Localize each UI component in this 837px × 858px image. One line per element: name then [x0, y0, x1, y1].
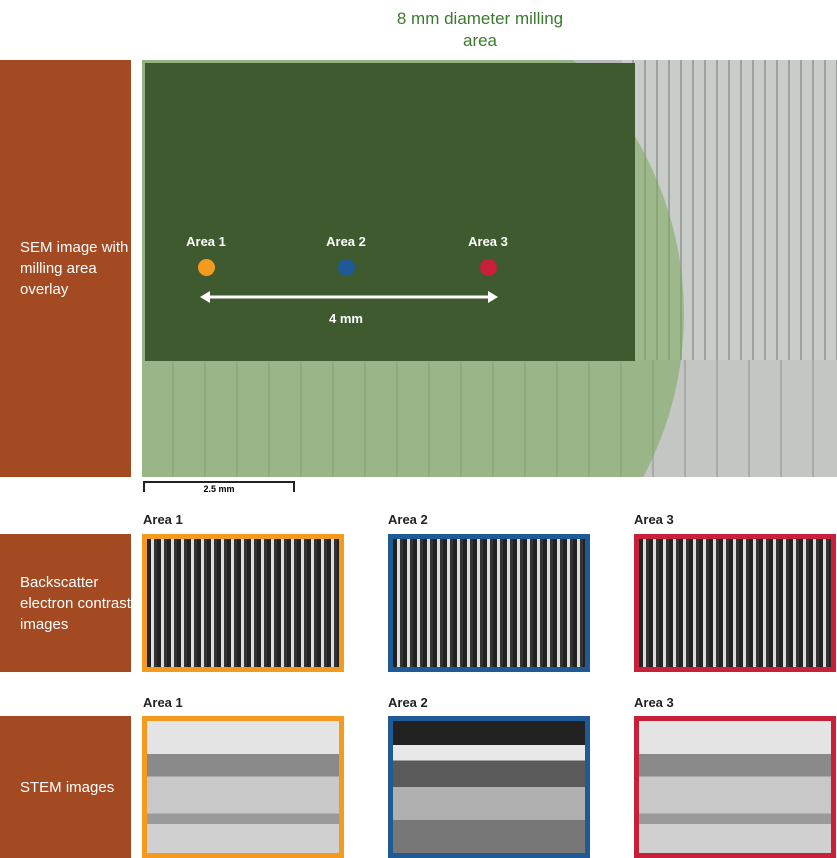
area-3-label: Area 3 — [468, 234, 508, 249]
area-2-marker — [338, 259, 355, 276]
bse-area-1-label: Area 1 — [143, 512, 183, 527]
distance-arrow — [200, 291, 498, 303]
stem-area-3-label: Area 3 — [634, 695, 674, 710]
stem-area-1-label: Area 1 — [143, 695, 183, 710]
area-2-label: Area 2 — [326, 234, 366, 249]
row-label-sem: SEM image with milling area overlay — [0, 60, 131, 477]
area-1-marker — [198, 259, 215, 276]
scale-bar — [143, 481, 295, 492]
bse-area-2-label: Area 2 — [388, 512, 428, 527]
stem-image-area-1 — [142, 716, 344, 858]
milled-region — [145, 63, 635, 361]
bse-image-area-3 — [634, 534, 836, 672]
stem-image-area-3 — [634, 716, 836, 858]
bse-image-area-1 — [142, 534, 344, 672]
distance-label: 4 mm — [329, 311, 363, 326]
stem-image-area-2 — [388, 716, 590, 858]
area-1-label: Area 1 — [186, 234, 226, 249]
row-label-stem: STEM images — [0, 716, 131, 858]
bse-image-area-2 — [388, 534, 590, 672]
bse-area-3-label: Area 3 — [634, 512, 674, 527]
area-3-marker — [480, 259, 497, 276]
row-label-bse: Backscatter electron contrast images — [0, 534, 131, 672]
scale-bar-label: 2.5 mm — [203, 484, 235, 494]
stem-area-2-label: Area 2 — [388, 695, 428, 710]
milling-area-title: 8 mm diameter milling area — [396, 9, 564, 50]
sem-image: Area 1 Area 2 Area 3 4 mm — [142, 60, 837, 477]
